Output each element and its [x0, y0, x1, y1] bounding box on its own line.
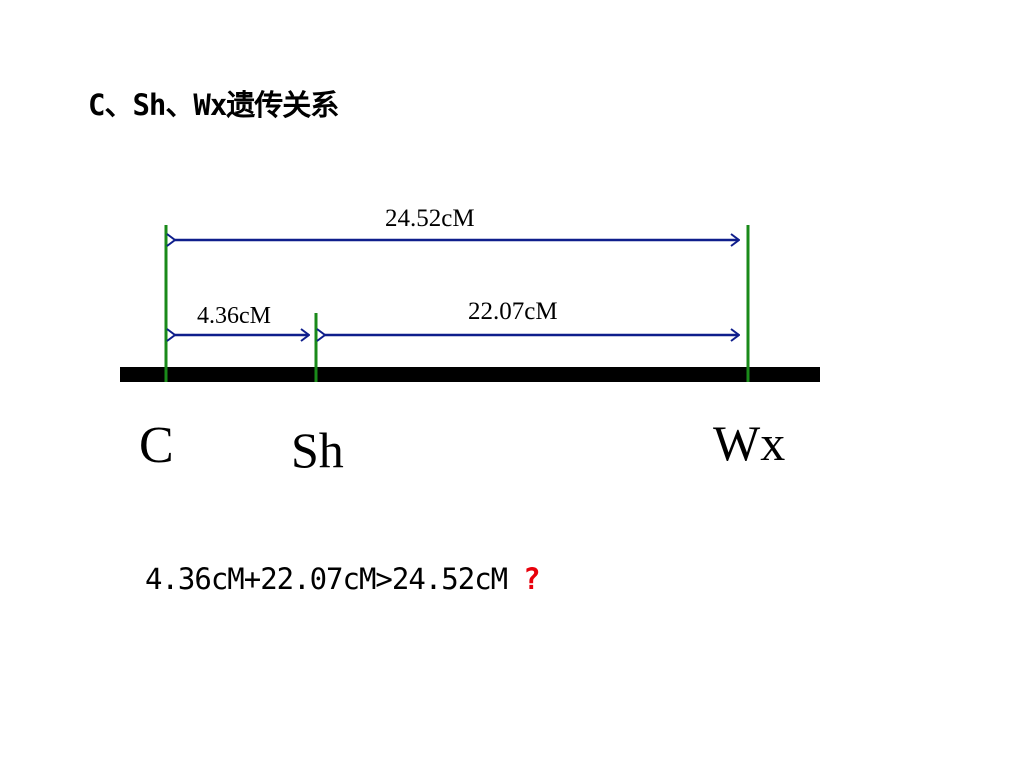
- locus-label-sh: Sh: [291, 422, 344, 478]
- locus-label-wx: Wx: [713, 415, 785, 471]
- equation: 4.36cM+22.07cM>24.52cM?: [145, 562, 541, 596]
- page-title: C、Sh、Wx遗传关系: [88, 88, 339, 122]
- question-mark: ?: [523, 562, 540, 596]
- equation-text: 4.36cM+22.07cM>24.52cM: [145, 562, 508, 596]
- label-distance-total: 24.52cM: [385, 205, 475, 232]
- label-distance-c-sh: 4.36cM: [197, 303, 271, 329]
- label-distance-sh-wx: 22.07cM: [468, 298, 558, 325]
- locus-label-c: C: [139, 417, 174, 474]
- chromosome-bar: [120, 367, 820, 382]
